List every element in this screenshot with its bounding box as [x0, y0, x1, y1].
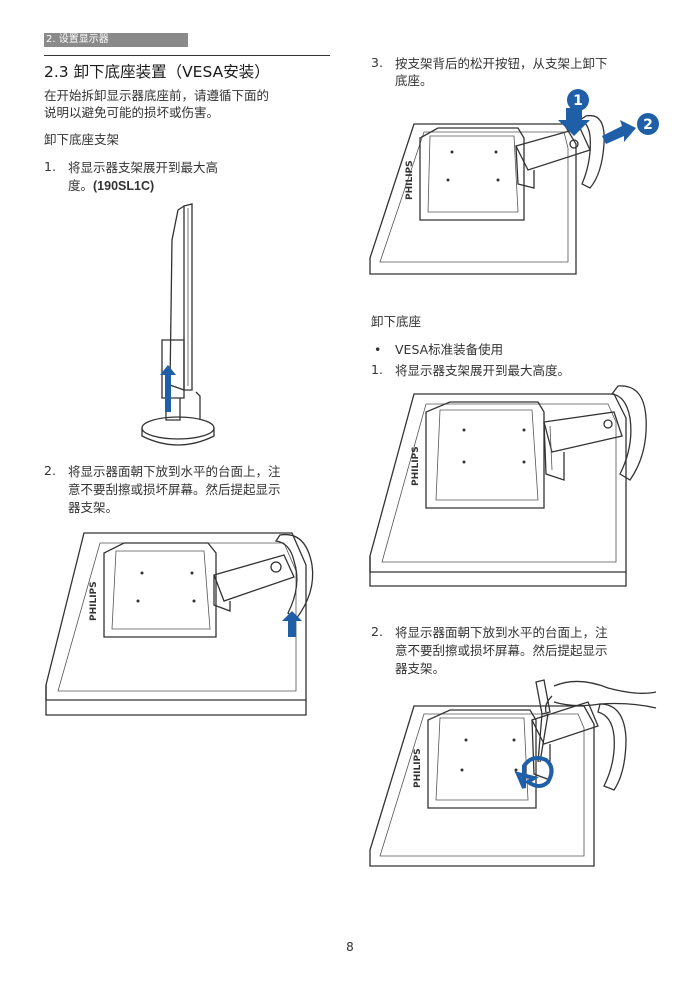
- left-step2-line-3: 器支架。: [68, 500, 119, 515]
- callout-2-badge: [637, 113, 659, 135]
- up-arrow-icon: [282, 611, 302, 637]
- monitor-side-view-figure: [141, 203, 215, 446]
- left-step2-line-1: 将显示器面朝下放到水平的台面上，注: [68, 464, 281, 479]
- screwdriver-figure: PHILIPS: [369, 679, 657, 867]
- left-step2-line-2: 意不要刮擦或损坏屏幕。然后提起显示: [68, 482, 281, 497]
- left-step1-line-1: 将显示器支架展开到最大高: [68, 160, 219, 175]
- left-step2-num: 2.: [44, 463, 56, 478]
- right-arrow-icon: [602, 120, 636, 144]
- right-bullet-text: VESA标准装备使用: [395, 342, 504, 357]
- brand-logo: PHILIPS: [89, 581, 99, 621]
- right-step3-num: 3.: [371, 55, 383, 70]
- monitor-face-down-figure: PHILIPS: [45, 532, 314, 716]
- page-title: 2.3 卸下底座装置（VESA安装）: [44, 63, 270, 81]
- down-arrow-icon: [558, 108, 590, 136]
- brand-logo: PHILIPS: [405, 160, 415, 200]
- intro-line-1: 在开始拆卸显示器底座前，请遵循下面的: [44, 88, 270, 103]
- callout-1-number: 1: [573, 93, 583, 109]
- right-step1-text: 将显示器支架展开到最大高度。: [395, 363, 571, 378]
- bullet-dot: •: [374, 342, 382, 357]
- right-step2-line-3: 器支架。: [395, 661, 446, 676]
- right-step2-num: 2.: [371, 624, 383, 639]
- left-subheading: 卸下底座支架: [44, 132, 120, 147]
- intro-line-2: 说明以避免可能的损坏或伤害。: [44, 105, 220, 120]
- page-number: 8: [346, 940, 354, 954]
- brand-logo: PHILIPS: [411, 446, 421, 486]
- up-arrow-icon: [160, 365, 176, 412]
- right-step3-line-2: 底座。: [395, 73, 433, 88]
- right-step2-line-1: 将显示器面朝下放到水平的台面上，注: [395, 625, 608, 640]
- callout-1-badge: [567, 89, 589, 111]
- monitor-stand-extended-figure: PHILIPS: [369, 385, 647, 587]
- right-step3-line-1: 按支架背后的松开按钮，从支架上卸下: [395, 56, 608, 71]
- left-step1-line-2: 度。(190SL1C): [68, 177, 154, 195]
- section-tab: 2. 设置显示器: [44, 33, 188, 47]
- right-step1-num: 1.: [371, 362, 383, 377]
- title-rule: [44, 55, 330, 56]
- left-step1-text: 度。: [68, 178, 94, 193]
- callout-2-number: 2: [643, 117, 653, 133]
- model-number: (190SL1C): [93, 179, 155, 193]
- release-button-figure: 1 2 PHILIPS: [369, 89, 659, 275]
- brand-logo: PHILIPS: [413, 748, 423, 788]
- right-subheading: 卸下底座: [371, 314, 422, 329]
- left-step1-num: 1.: [44, 159, 56, 174]
- rotate-arrow-icon: [514, 756, 554, 789]
- right-step2-line-2: 意不要刮擦或损坏屏幕。然后提起显示: [395, 643, 608, 658]
